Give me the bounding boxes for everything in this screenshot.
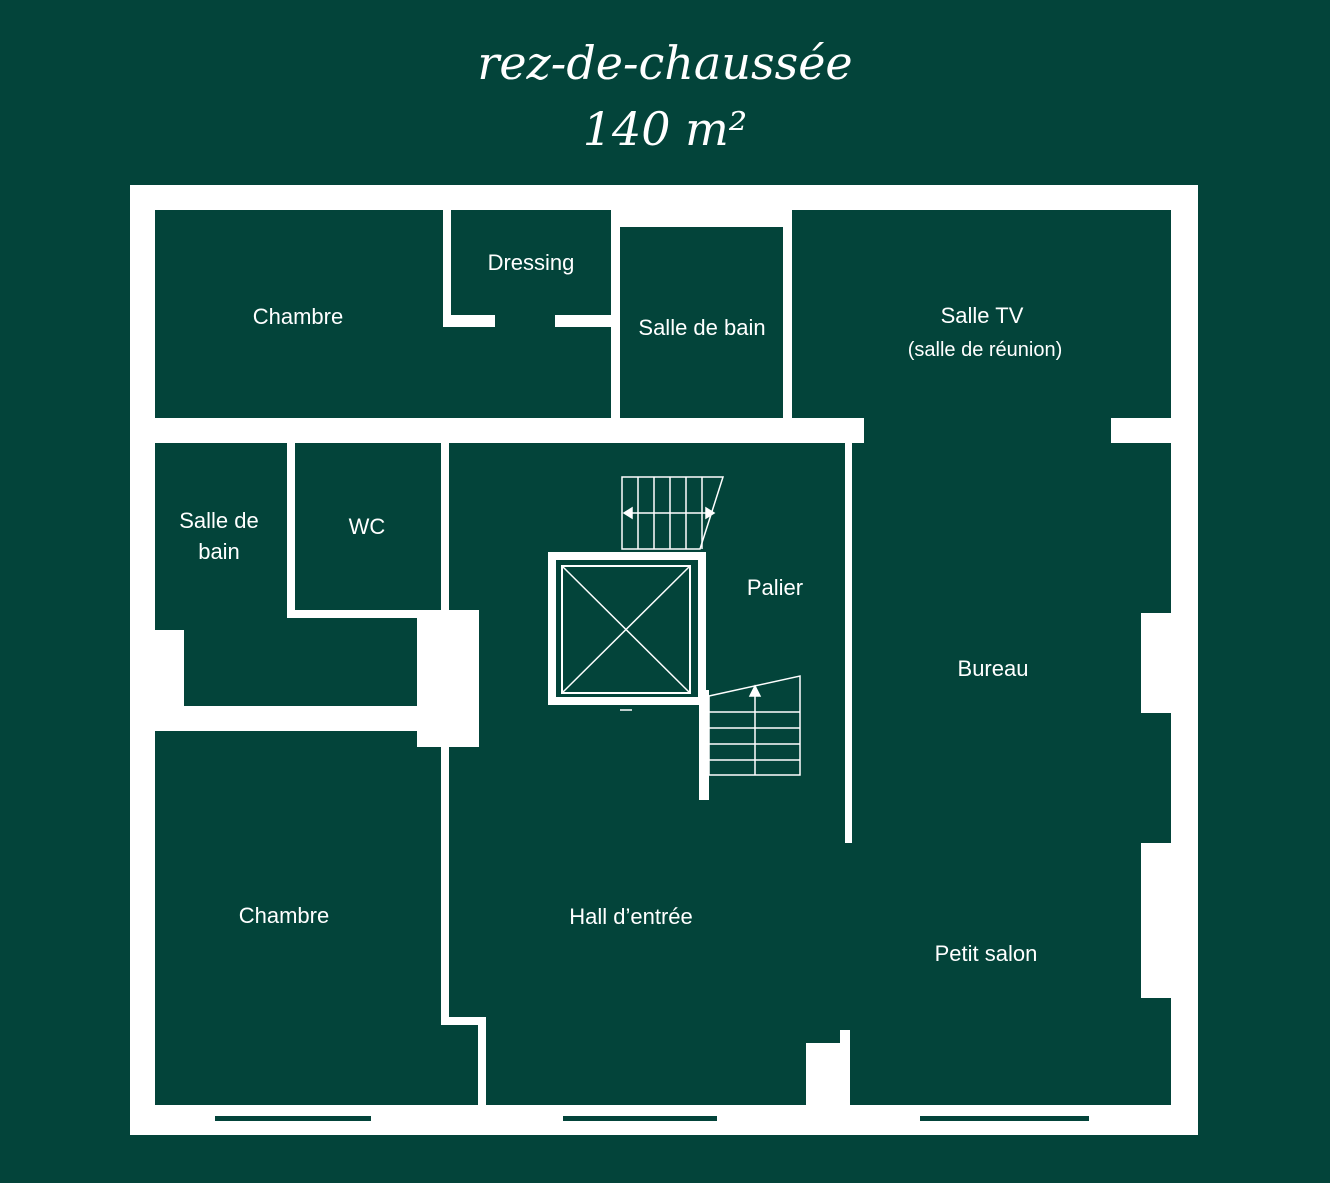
wall-sdb-wc — [287, 443, 295, 618]
stairs-up — [621, 476, 725, 550]
room-salle-tv-sub: (salle de réunion) — [908, 339, 1063, 361]
wall-chambre-dressing — [443, 210, 451, 327]
room-salle-de-bain-left-line1: Salle de — [179, 508, 259, 533]
wall-dressing-sdb — [611, 210, 620, 425]
elevator — [548, 552, 706, 711]
room-salle-de-bain-top: Salle de bain — [638, 315, 765, 340]
floor-title: rez-de-chaussée — [477, 36, 853, 90]
wall-chambre-hall — [441, 731, 449, 1025]
room-hall: Hall d’entrée — [569, 904, 693, 929]
stairs-down — [699, 675, 801, 800]
room-petit-salon: Petit salon — [935, 941, 1038, 966]
room-salle-de-bain-left-line2: bain — [198, 539, 240, 564]
room-labels: Chambre Dressing Salle de bain Salle TV … — [179, 250, 1062, 966]
room-bureau: Bureau — [958, 656, 1029, 681]
room-chambre-top: Chambre — [253, 304, 343, 329]
wall-sdb-tv — [783, 210, 792, 425]
room-chambre-bottom: Chambre — [239, 903, 329, 928]
walls — [130, 185, 1198, 1135]
wall-mid-horizontal — [155, 418, 864, 443]
floor-area: 140 m² — [582, 102, 748, 156]
wall-hall-bureau — [845, 443, 852, 843]
room-dressing: Dressing — [488, 250, 575, 275]
room-palier: Palier — [747, 575, 803, 600]
wall-wc-hall — [441, 443, 449, 618]
wall-sdb-chambre — [155, 706, 479, 731]
room-salle-tv: Salle TV — [941, 303, 1024, 328]
wall-right — [1171, 185, 1198, 1135]
room-wc: WC — [349, 514, 386, 539]
wall-top — [130, 185, 1198, 210]
